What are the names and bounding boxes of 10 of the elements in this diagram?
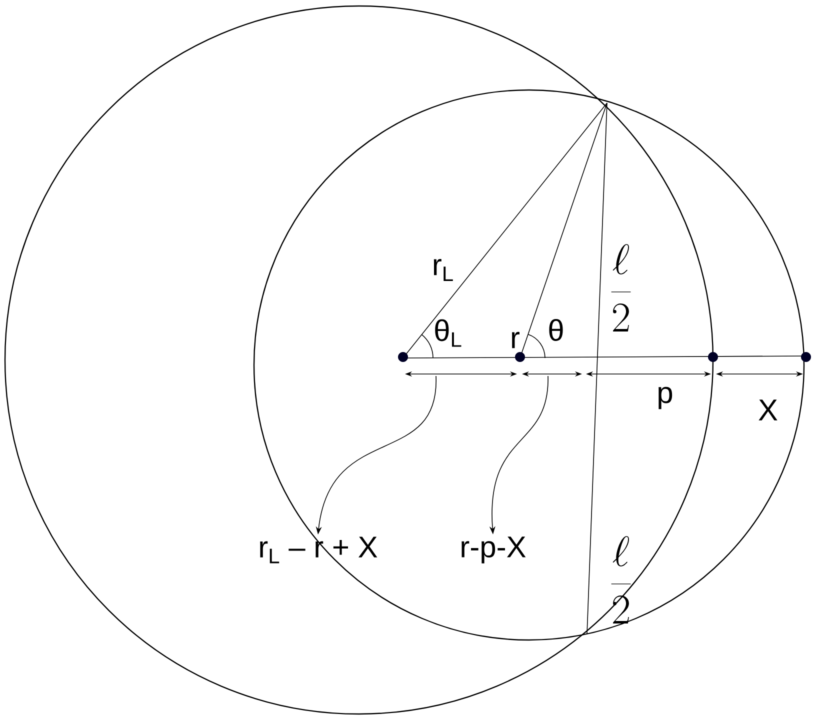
length-label: $\frac{\ell}{2}$: [611, 536, 631, 624]
length-label: $\frac{\ell}{2}$: [611, 244, 631, 332]
radius-label: r$_{L}$: [434, 259, 453, 281]
angle-label: θ$_{L}$: [435, 319, 462, 347]
length-label: p: [658, 386, 672, 410]
formula-text: r-p-X: [462, 536, 526, 564]
length-label: X: [758, 400, 778, 420]
angle-label: θ: [549, 319, 563, 341]
formula-text: r$_{L}$ – r + X: [260, 536, 378, 564]
radius-label: r: [512, 332, 520, 348]
